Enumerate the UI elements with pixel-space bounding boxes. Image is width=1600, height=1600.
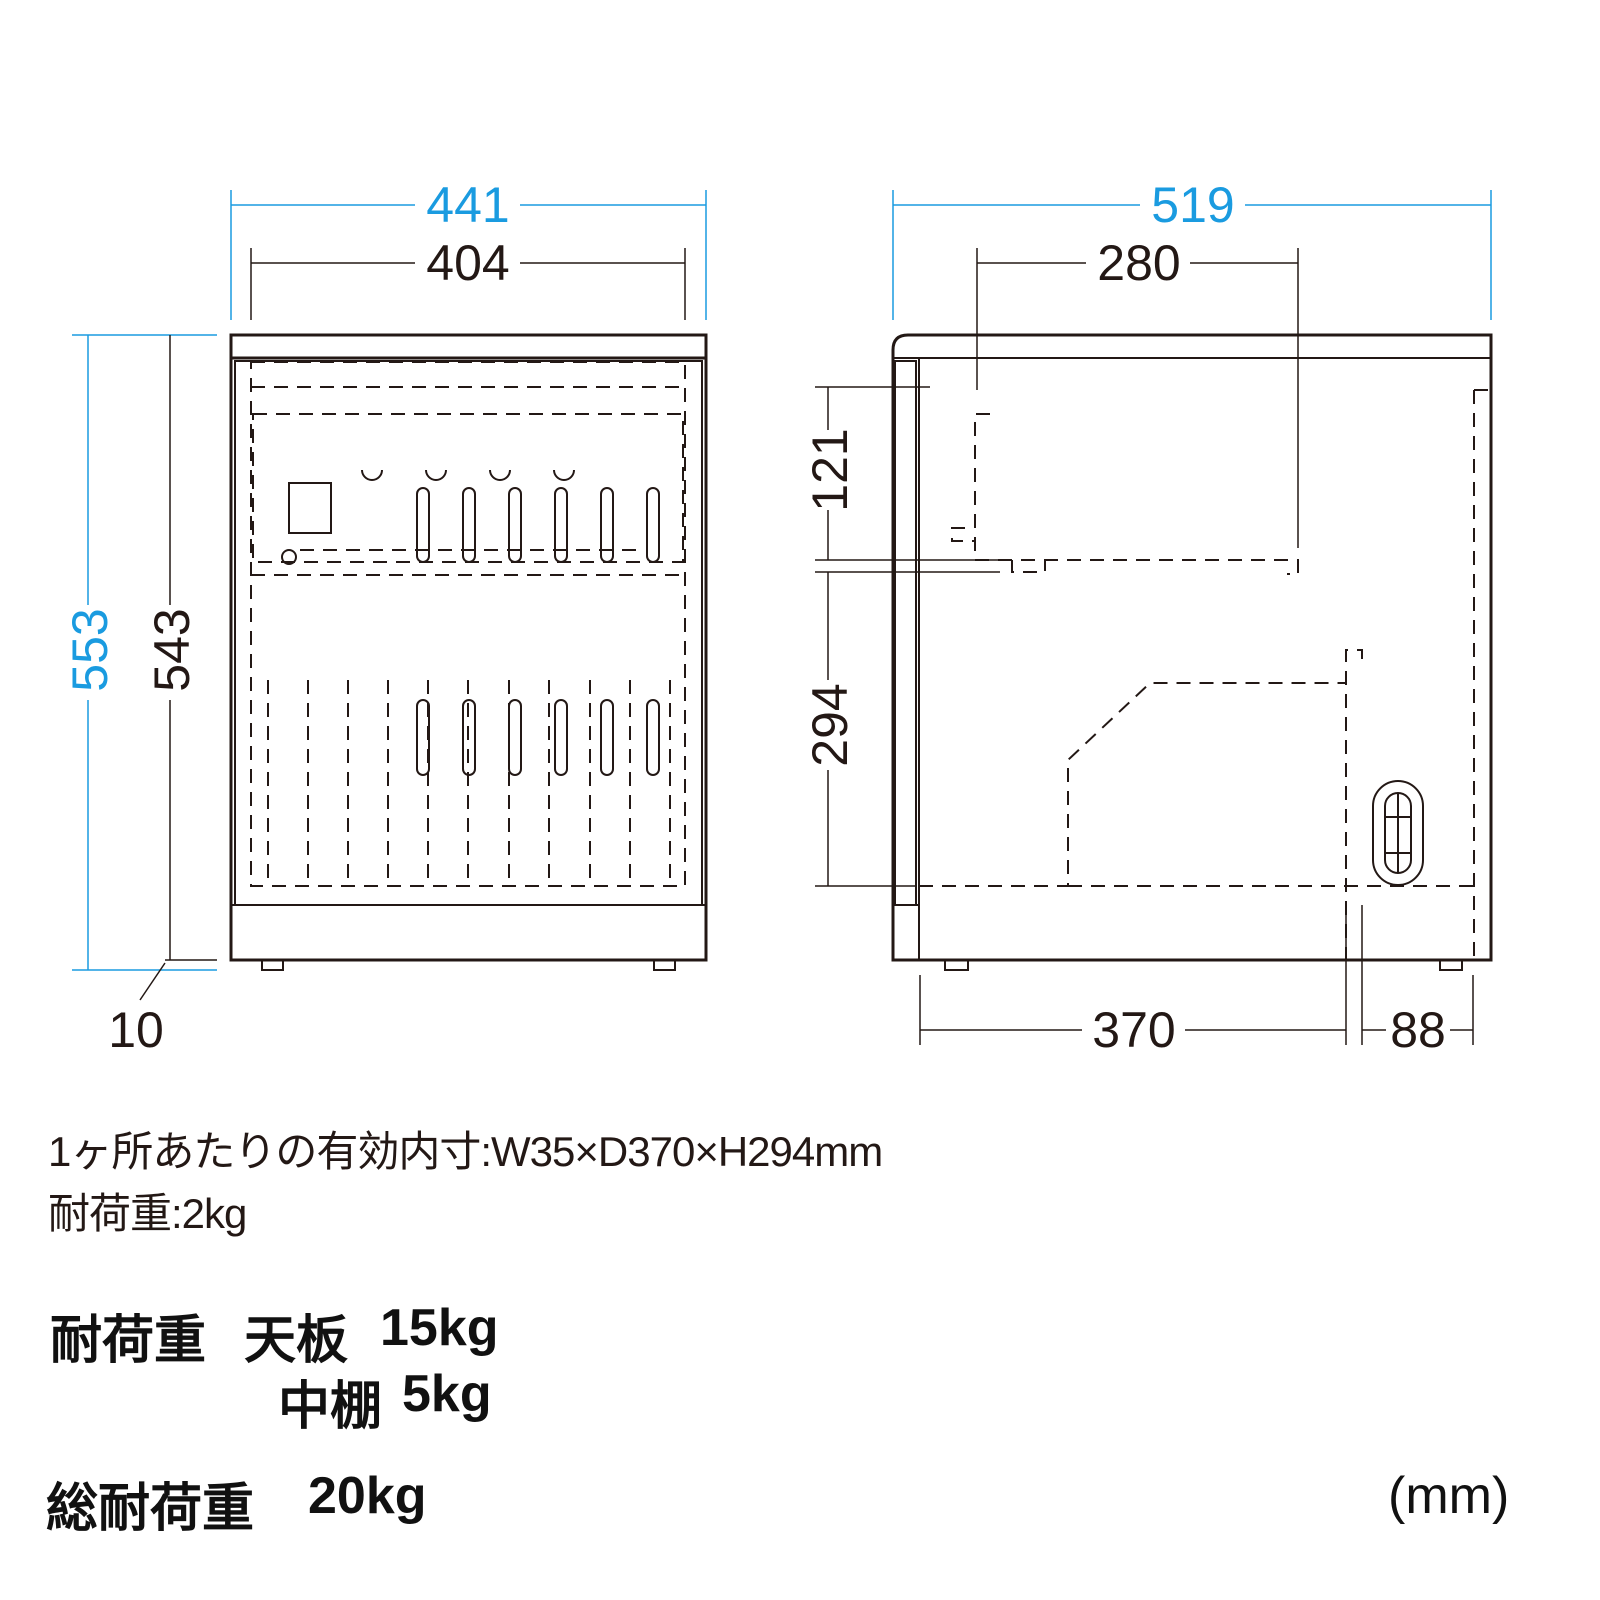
slot-icon [554,699,568,776]
outlet-icon [361,469,383,481]
dim-519: 519 [1151,177,1234,233]
slot-icon [416,487,430,563]
dim-280: 280 [1097,235,1180,291]
top-value: 15kg [380,1299,499,1357]
dim-121: 121 [802,428,858,511]
outlet-icon [425,469,447,481]
unit-label: (mm) [1388,1467,1510,1525]
dim-88: 88 [1390,1002,1446,1058]
side-view [891,333,1493,971]
slot-icon [508,487,522,563]
slot-icon [554,487,568,563]
shelf-label: 中棚 [278,1378,383,1436]
total-load-label: 総耐荷重 [46,1480,255,1538]
outlet-icon [553,469,575,481]
slot-icon [600,699,614,776]
handle-icon [1372,780,1424,886]
slot-icon [646,699,660,776]
dim-543: 543 [144,608,200,691]
dim-553: 553 [62,608,118,691]
front-view [229,333,708,971]
slot-size-note: 1ヶ所あたりの有効内寸:W35×D370×H294mm [48,1128,883,1175]
side-dimensions: 519 280 121 294 370 88 [802,177,1492,1058]
power-switch-icon [288,482,332,534]
dim-441: 441 [426,177,509,233]
outlet-icon [489,469,511,481]
load-label: 耐荷重 [50,1312,207,1370]
total-load-value: 20kg [308,1467,427,1525]
dim-10: 10 [108,1002,164,1058]
top-label: 天板 [244,1312,349,1370]
dim-370: 370 [1092,1002,1175,1058]
shelf-value: 5kg [402,1365,492,1423]
slot-icon [600,487,614,563]
slot-icon [646,487,660,563]
slot-icon [508,699,522,776]
slot-load-note: 耐荷重:2kg [48,1190,247,1237]
front-dimensions: 441 404 553 543 10 [62,177,707,1058]
slot-icon [462,487,476,563]
dim-294: 294 [802,683,858,766]
dim-404: 404 [426,235,509,291]
